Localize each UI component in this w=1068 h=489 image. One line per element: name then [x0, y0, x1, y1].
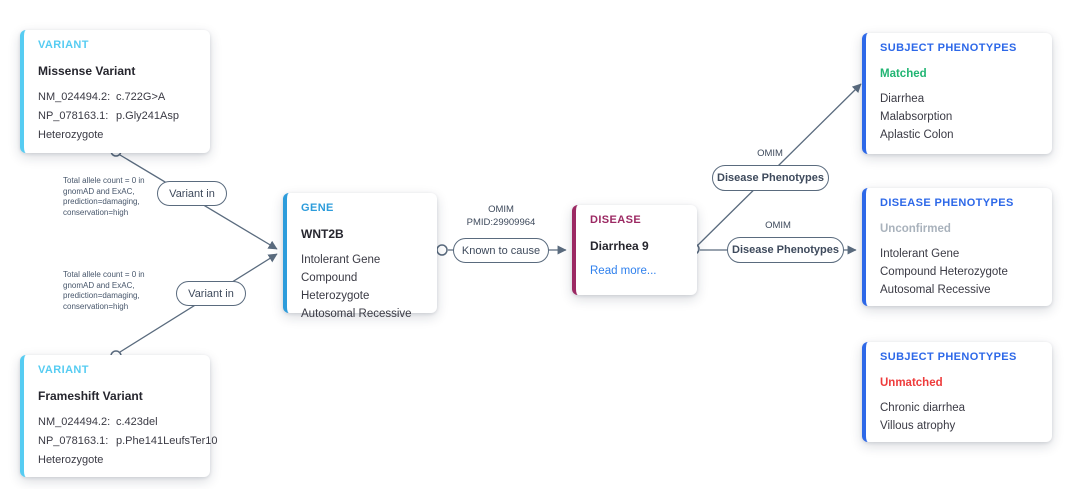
gene-attribute: Autosomal Recessive: [301, 308, 412, 320]
card-title: DISEASE PHENOTYPES: [880, 197, 1014, 209]
zygosity: Heterozygote: [38, 454, 104, 466]
protein-row: NP_078163.1: p.Phe141LeufsTer10: [38, 432, 218, 451]
variant-card-frameshift[interactable]: VARIANT Frameshift Variant NM_024494.2: …: [20, 355, 218, 477]
card-title: SUBJECT PHENOTYPES: [880, 42, 1017, 54]
source-name: OMIM: [757, 148, 783, 159]
transcript-id: NM_024494.2:: [38, 91, 111, 103]
gene-attribute: Compound Heterozygote: [301, 272, 370, 302]
subject-phenotypes-unmatched-card[interactable]: SUBJECT PHENOTYPES Unmatched Chronic dia…: [862, 342, 1052, 442]
connector-dot: [436, 244, 448, 256]
cdna-change: c.722G>A: [116, 91, 166, 103]
read-more-link[interactable]: Read more...: [590, 265, 657, 277]
source-name: OMIM: [488, 204, 514, 215]
gene-symbol: WNT2B: [301, 227, 344, 241]
edge-label-disease-phenotypes-lower: Disease Phenotypes: [727, 237, 844, 263]
disease-name: Diarrhea 9: [590, 239, 649, 253]
phenotype-item: Malabsorption: [880, 111, 953, 123]
phenotype-item: Autosomal Recessive: [880, 284, 991, 296]
protein-change: p.Phe141LeufsTer10: [116, 435, 218, 447]
protein-id: NP_078163.1:: [38, 110, 109, 122]
source-reference: PMID:29909964: [466, 217, 536, 228]
phenotype-item: Aplastic Colon: [880, 129, 954, 141]
edge-annotation-top: Total allele count = 0 in gnomAD and ExA…: [63, 176, 145, 217]
match-status: Unconfirmed: [880, 223, 951, 235]
edge-source-note: OMIM: [748, 219, 808, 232]
source-name: OMIM: [765, 220, 791, 231]
variant-card-missense[interactable]: VARIANT Missense Variant NM_024494.2: c.…: [20, 30, 210, 153]
cdna-change: c.423del: [116, 416, 158, 428]
edge-label-known-to-cause: Known to cause: [453, 238, 549, 263]
phenotype-item: Compound Heterozygote: [880, 266, 1008, 278]
edge-disease-to-subject-phenotypes: [697, 83, 862, 246]
card-title: VARIANT: [38, 39, 89, 51]
protein-row: NP_078163.1: p.Gly241Asp: [38, 107, 200, 126]
edge-annotation-bottom: Total allele count = 0 in gnomAD and ExA…: [63, 270, 145, 311]
protein-id: NP_078163.1:: [38, 435, 109, 447]
gene-card[interactable]: GENE WNT2B Intolerant Gene Compound Hete…: [283, 193, 437, 320]
phenotype-item: Chronic diarrhea: [880, 402, 966, 414]
zygosity: Heterozygote: [38, 129, 104, 141]
edge-label-disease-phenotypes-upper: Disease Phenotypes: [712, 165, 829, 191]
transcript-id: NM_024494.2:: [38, 416, 111, 428]
protein-change: p.Gly241Asp: [116, 110, 179, 122]
match-status: Matched: [880, 68, 927, 80]
variant-type: Missense Variant: [38, 64, 136, 78]
edge-source-note: OMIM PMID:29909964: [451, 203, 551, 229]
disease-phenotypes-card[interactable]: DISEASE PHENOTYPES Unconfirmed Intoleran…: [862, 188, 1052, 306]
disease-card[interactable]: DISEASE Diarrhea 9 Read more...: [572, 205, 697, 295]
phenotype-item: Diarrhea: [880, 93, 925, 105]
match-status: Unmatched: [880, 377, 943, 389]
phenotype-item: Intolerant Gene: [880, 248, 960, 260]
transcript-row: NM_024494.2: c.722G>A: [38, 88, 200, 107]
card-title: GENE: [301, 202, 334, 214]
variant-type: Frameshift Variant: [38, 389, 143, 403]
card-title: DISEASE: [590, 214, 642, 226]
edge-label-variant-in-bottom: Variant in: [176, 281, 246, 306]
transcript-row: NM_024494.2: c.423del: [38, 413, 200, 432]
phenotype-item: Villous atrophy: [880, 420, 956, 432]
edge-label-variant-in-top: Variant in: [157, 181, 227, 206]
card-title: VARIANT: [38, 364, 89, 376]
edge-source-note: OMIM: [740, 147, 800, 160]
card-title: SUBJECT PHENOTYPES: [880, 351, 1017, 363]
gene-attribute: Intolerant Gene: [301, 254, 381, 266]
subject-phenotypes-matched-card[interactable]: SUBJECT PHENOTYPES Matched Diarrhea Mala…: [862, 33, 1052, 154]
